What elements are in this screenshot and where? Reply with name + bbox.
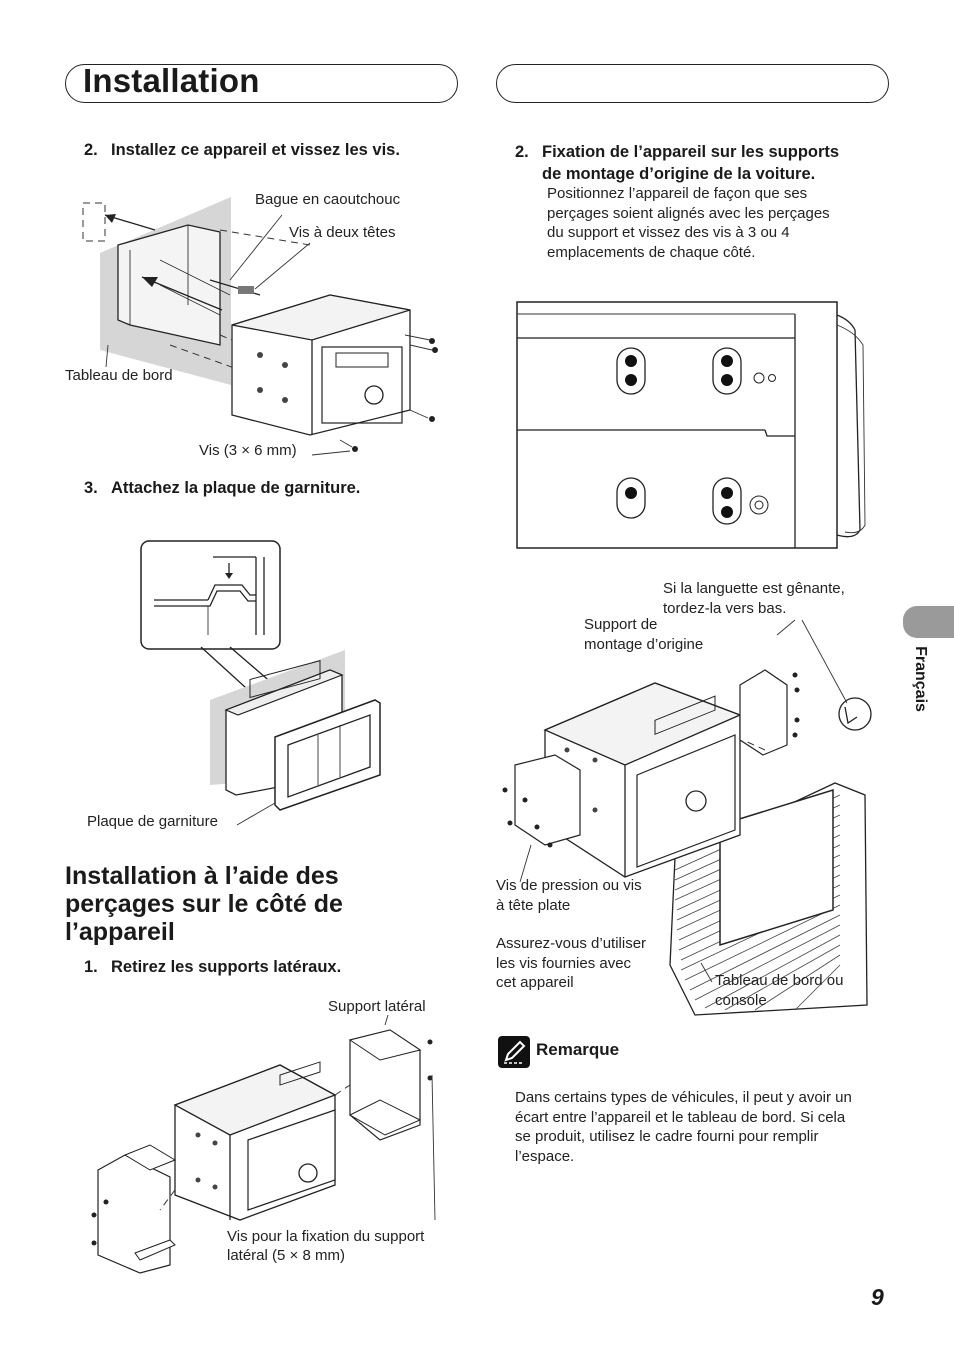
label-languette: Si la languette est gênante, tordez-la v…: [663, 579, 845, 618]
note-line: l’espace.: [515, 1147, 575, 1165]
desc-line: du support et vissez des vis à 3 ou 4: [547, 224, 790, 241]
label-tableau-console: Tableau de bord ou console: [715, 971, 843, 1010]
section-heading-line-3: l’appareil: [65, 918, 175, 946]
label-vis-fixation-line-2: latéral (5 × 8 mm): [227, 1247, 345, 1264]
step-text: Retirez les supports latéraux.: [111, 958, 342, 976]
header-right-frame: [496, 64, 889, 103]
step-text-line-1: Fixation de l’appareil sur les supports: [542, 143, 840, 161]
label-line: Assurez-vous d’utiliser: [496, 935, 647, 952]
note-line: écart entre l’appareil et le tableau de …: [515, 1108, 846, 1126]
step-2-install: 2. Installez ce appareil et vissez les vi…: [84, 141, 400, 160]
label-line: à tête plate: [496, 896, 571, 914]
label-assurez: Assurez-vous d’utiliser les vis fournies…: [496, 934, 646, 993]
language-tab: [903, 606, 954, 638]
section-heading-line-2: perçages sur le côté de: [65, 890, 343, 918]
note-line: Dans certains types de véhicules, il peu…: [515, 1089, 852, 1106]
label-line: Si la languette est gênante,: [663, 580, 845, 597]
desc-line: emplacements de chaque côté.: [547, 243, 756, 261]
label-line: Support de: [584, 616, 658, 633]
desc-line: perçages soient alignés avec les perçage…: [547, 204, 830, 222]
label-line: montage d’origine: [584, 635, 704, 653]
figure-side-holes: [516, 301, 866, 549]
label-support-origine: Support de montage d’origine: [584, 615, 703, 654]
header-left-frame: [65, 64, 458, 103]
section-heading: Installation à l’aide des perçages sur l…: [65, 862, 343, 946]
step-text: Attachez la plaque de garniture.: [111, 479, 361, 497]
label-line: Tableau de bord ou: [715, 972, 844, 989]
label-line: les vis fournies avec: [496, 954, 632, 972]
label-line: cet appareil: [496, 974, 574, 991]
note-text: Dans certains types de véhicules, il peu…: [515, 1088, 852, 1166]
language-label: Français: [911, 646, 929, 712]
step-number: 3.: [84, 479, 98, 497]
step-number: 1.: [84, 958, 98, 976]
page-number: 9: [871, 1284, 884, 1310]
figure-factory-brackets: [502, 619, 872, 1016]
label-line: Vis de pression ou vis: [496, 877, 642, 894]
label-vis-pression: Vis de pression ou vis à tête plate: [496, 876, 642, 915]
page-title: Installation: [83, 62, 260, 99]
figure-install-unit: [82, 197, 438, 456]
step-text-line-2: de montage d’origine de la voiture.: [542, 165, 816, 183]
step-2-fixation: 2. Fixation de l’appareil sur les support…: [515, 141, 839, 185]
label-vis-deux-tetes: Vis à deux têtes: [289, 224, 396, 241]
label-line: tordez-la vers bas.: [663, 599, 787, 617]
step-2-description: Positionnez l’appareil de façon que ses …: [547, 184, 830, 262]
step-number: 2.: [84, 141, 98, 159]
figure-trim-plate: [140, 540, 381, 826]
label-bague: Bague en caoutchouc: [255, 191, 401, 208]
label-plaque-garniture: Plaque de garniture: [87, 813, 218, 830]
note-line: se produit, utilisez le cadre fourni pou…: [515, 1128, 819, 1145]
pencil-icon: [498, 1036, 530, 1068]
step-1-supports: 1. Retirez les supports latéraux.: [84, 958, 341, 977]
label-tableau-bord: Tableau de bord: [65, 367, 173, 384]
step-number: 2.: [515, 143, 529, 161]
label-vis-3x6: Vis (3 × 6 mm): [199, 442, 297, 459]
language-label-wrap: Français: [901, 640, 941, 730]
desc-line: Positionnez l’appareil de façon que ses: [547, 185, 808, 202]
step-text: Installez ce appareil et vissez les vis.: [111, 141, 400, 159]
section-heading-line-1: Installation à l’aide des: [65, 862, 339, 890]
figure-side-brackets: [91, 1014, 436, 1274]
label-vis-fixation-line-1: Vis pour la fixation du support: [227, 1228, 425, 1245]
label-support-lateral: Support latéral: [328, 998, 426, 1015]
label-line: console: [715, 991, 767, 1009]
step-3-plaque: 3. Attachez la plaque de garniture.: [84, 479, 360, 498]
note-title: Remarque: [536, 1040, 620, 1059]
